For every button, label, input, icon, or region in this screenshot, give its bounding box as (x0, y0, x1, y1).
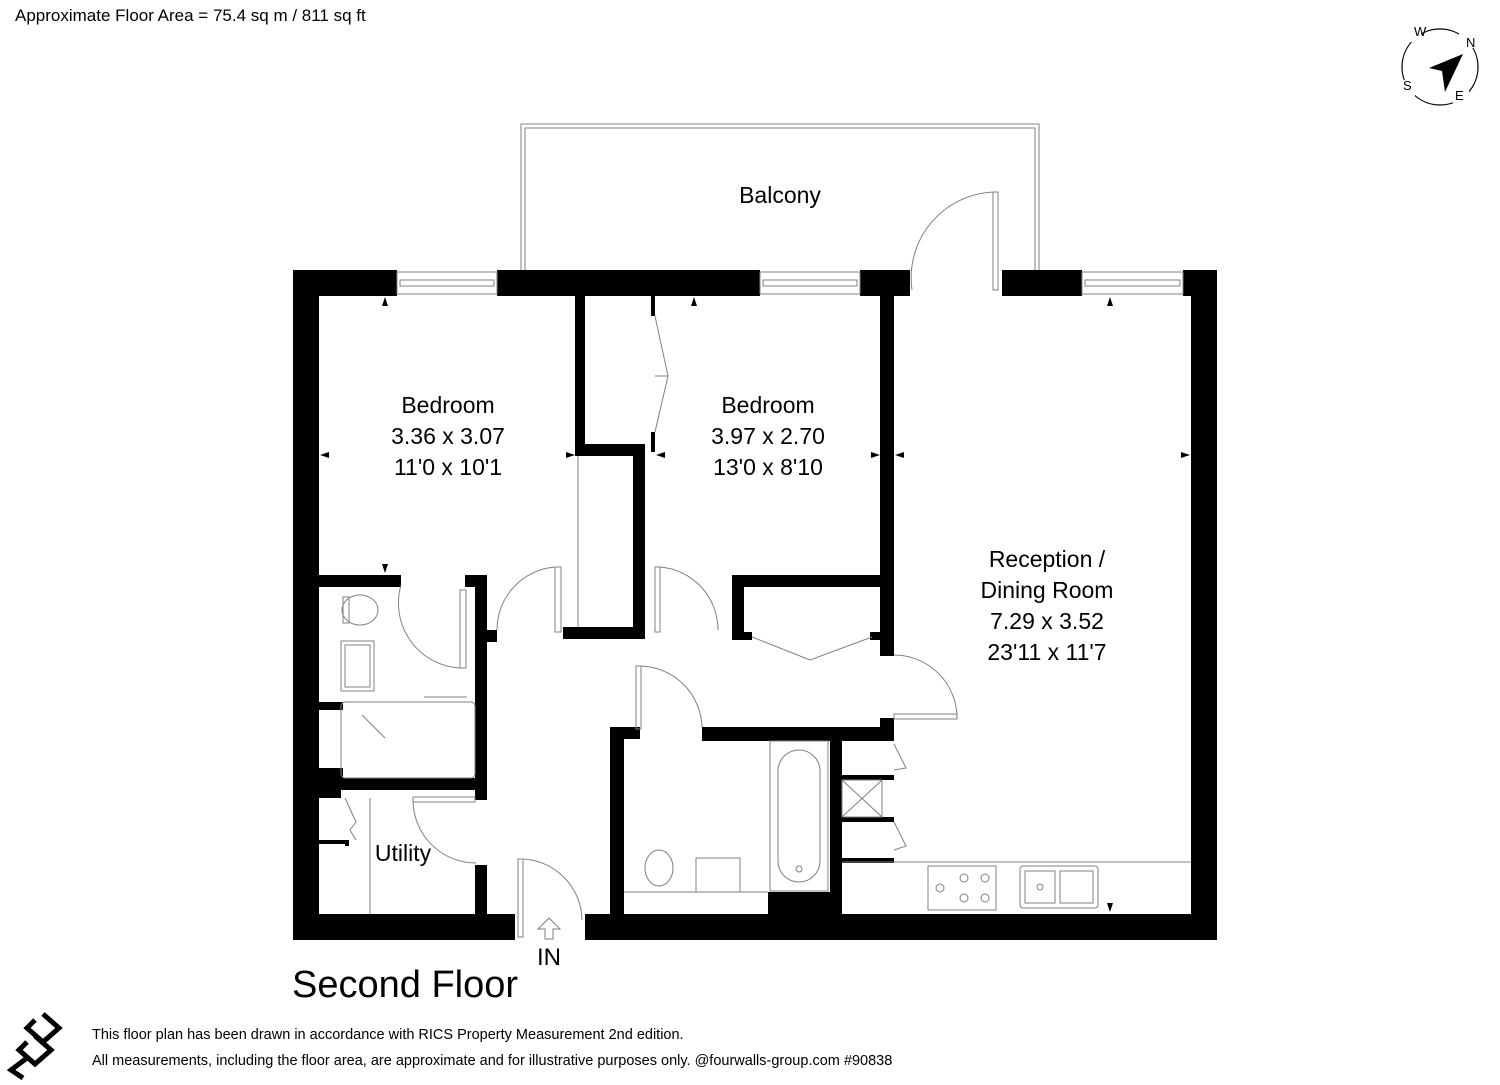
bath-icon (769, 740, 829, 892)
shower-tray-icon (340, 701, 476, 779)
compass-east: E (1455, 88, 1464, 103)
toilet-icon (644, 849, 674, 887)
floor-area-text: Approximate Floor Area = 75.4 sq m / 811… (15, 6, 366, 25)
balcony-outline (520, 123, 1040, 270)
fourwalls-logo-icon (3, 1010, 65, 1081)
compass-rose-icon (1399, 26, 1479, 106)
doors (344, 191, 1191, 938)
toilet-icon (341, 594, 379, 626)
compass-north: N (1466, 35, 1476, 50)
compass-south: S (1403, 78, 1412, 93)
room-name: Bedroom (401, 392, 495, 418)
room-metric-dimensions: 3.97 x 2.70 (711, 423, 825, 449)
compass-west: W (1414, 24, 1427, 39)
room-name: Bedroom (721, 392, 815, 418)
room-label-reception: Reception / Dining Room 7.29 x 3.52 23'1… (962, 544, 1132, 668)
room-name: Balcony (739, 182, 821, 208)
room-imperial-dimensions: 11'0 x 10'1 (393, 454, 503, 480)
footer-disclaimer: All measurements, including the floor ar… (92, 1053, 893, 1069)
hob-icon (927, 865, 997, 911)
basin-icon (340, 640, 375, 692)
floor-title: Second Floor (292, 964, 519, 1006)
compass-icon: W N S E (1395, 22, 1485, 112)
room-imperial-dimensions: 23'11 x 11'7 (987, 639, 1107, 665)
north-arrow-icon (1429, 54, 1463, 92)
footer-rics-note: This floor plan has been drawn in accord… (92, 1027, 684, 1043)
room-imperial-dimensions: 13'0 x 8'10 (713, 454, 823, 480)
fixtures (340, 594, 1099, 911)
room-label-bedroom-2: Bedroom 3.97 x 2.70 13'0 x 8'10 (688, 390, 848, 483)
entrance-arrow-icon (536, 917, 562, 940)
room-name-line-2: Dining Room (980, 577, 1114, 603)
basin-icon (695, 857, 741, 893)
room-label-bedroom-1: Bedroom 3.36 x 3.07 11'0 x 10'1 (368, 390, 528, 483)
room-metric-dimensions: 3.36 x 3.07 (391, 423, 505, 449)
dimension-markers (320, 297, 1190, 912)
entrance-label: IN (537, 944, 561, 971)
sink-icon (1019, 865, 1099, 909)
room-label-balcony: Balcony (728, 180, 832, 211)
walls (293, 270, 1217, 940)
room-label-utility: Utility (366, 838, 440, 869)
room-name: Utility (374, 840, 432, 866)
windows (396, 271, 1184, 295)
room-metric-dimensions: 7.29 x 3.52 (990, 608, 1104, 634)
room-name-line-1: Reception / (988, 546, 1106, 572)
